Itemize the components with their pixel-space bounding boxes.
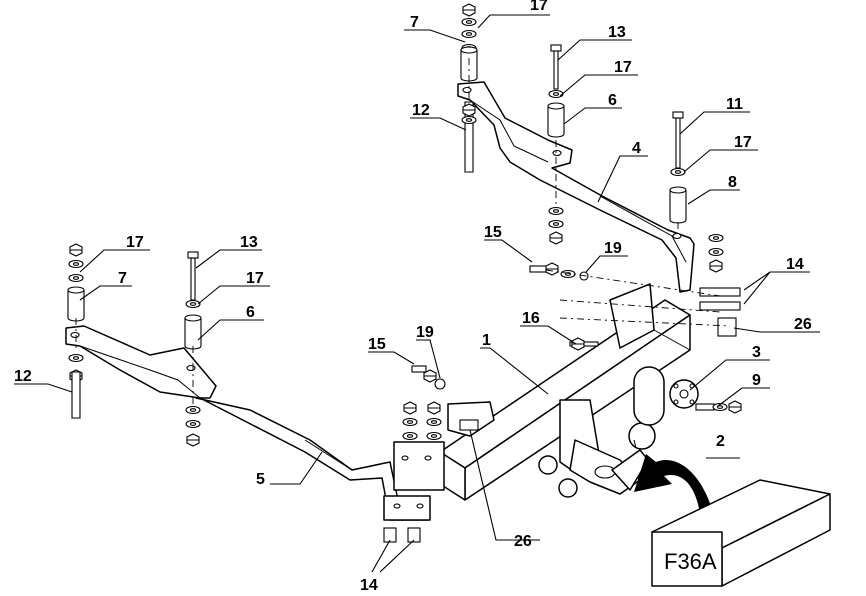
label-3: 3: [752, 344, 761, 361]
right-bolt-stack-left: [460, 3, 478, 173]
label-13-top: 13: [608, 24, 626, 41]
left-side-bracket: [65, 325, 431, 521]
socket-bolt-9: [695, 400, 742, 414]
left-bolt-stack-right: [184, 251, 202, 447]
label-4: 4: [632, 140, 641, 157]
label-17-top: 17: [530, 0, 548, 14]
label-14-left: 14: [360, 577, 378, 594]
label-7-top: 7: [410, 14, 419, 31]
label-13-left: 13: [240, 234, 258, 251]
label-5: 5: [256, 471, 265, 488]
label-12-left: 12: [14, 368, 32, 385]
label-6-left: 6: [246, 304, 255, 321]
cage-nut-26-right: [717, 317, 737, 337]
label-17-left-mid: 17: [246, 270, 264, 287]
label-26-right: 26: [794, 316, 812, 333]
left-bolt-stack-left: [67, 243, 85, 419]
bolt-15-left: [411, 365, 446, 390]
label-19-right: 19: [604, 240, 622, 257]
label-17-left: 17: [126, 234, 144, 251]
model-code-box: F36A: [651, 479, 831, 587]
label-11: 11: [726, 96, 743, 113]
right-bolt-stack-right: [669, 111, 724, 273]
part-labels: 17 7 13 17 6 12 11 17 8 4 15 19 14 26 17…: [14, 0, 812, 594]
label-17-right: 17: [734, 134, 752, 151]
tow-ball-assembly: [538, 399, 656, 498]
alignment-lines: [75, 58, 731, 404]
fixing-bolts-14-right: [699, 287, 741, 311]
fixing-bolts-14-left: [383, 527, 421, 543]
label-2: 2: [716, 433, 725, 450]
stud-16: [569, 337, 599, 351]
label-8: 8: [728, 174, 737, 191]
label-17-mid: 17: [614, 59, 632, 76]
socket-plate: [633, 366, 699, 426]
label-19-left: 19: [416, 324, 434, 341]
label-15-right: 15: [484, 224, 502, 241]
leader-lines: [14, 14, 820, 573]
label-12-top: 12: [412, 102, 430, 119]
label-15-left: 15: [368, 336, 386, 353]
label-7-left: 7: [118, 270, 127, 287]
center-nut-stack: [402, 401, 442, 441]
label-6-top: 6: [608, 92, 617, 109]
model-code-label: F36A: [664, 549, 717, 574]
right-bolt-stack-middle: [547, 44, 565, 245]
bolt-15-right: [529, 262, 589, 281]
curved-arrow-icon: [634, 454, 718, 540]
label-14-right: 14: [786, 256, 804, 273]
right-side-bracket: [457, 81, 695, 293]
label-1: 1: [482, 332, 491, 349]
label-16: 16: [522, 310, 540, 327]
label-9: 9: [752, 372, 761, 389]
label-26-left: 26: [514, 533, 532, 550]
